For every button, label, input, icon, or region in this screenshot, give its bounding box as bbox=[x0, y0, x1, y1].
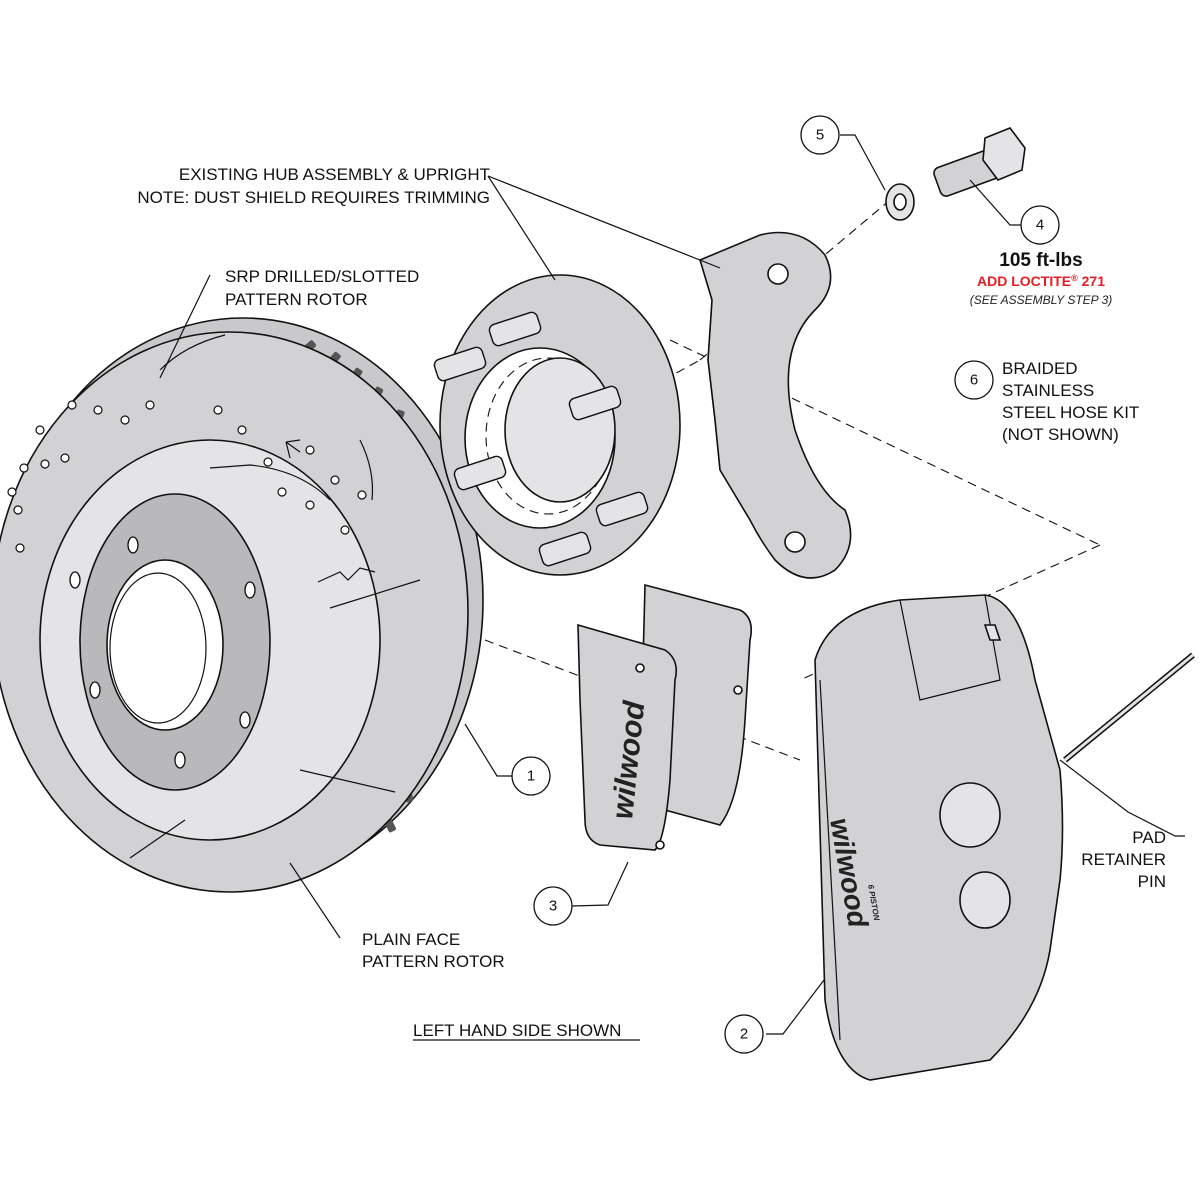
callout-2: 2 bbox=[724, 1014, 764, 1054]
srp-label-line1: SRP DRILLED/SLOTTED bbox=[225, 267, 419, 286]
callout-3: 3 bbox=[533, 886, 573, 926]
hub bbox=[433, 274, 681, 576]
caliper: wilwood 6 PISTON bbox=[814, 594, 1064, 1081]
hub-label-line2: NOTE: DUST SHIELD REQUIRES TRIMMING bbox=[137, 188, 490, 207]
bolt bbox=[933, 127, 1026, 197]
hose-label-line3: STEEL HOSE KIT bbox=[1002, 403, 1139, 422]
svg-text:6: 6 bbox=[970, 372, 978, 389]
bleeder-icon bbox=[983, 624, 1002, 641]
label-retainer-pin: PAD RETAINER PIN bbox=[1081, 828, 1166, 891]
callout-6: 6 bbox=[954, 360, 994, 400]
mounting-bracket bbox=[699, 231, 852, 579]
rotor-lug-holes bbox=[69, 536, 256, 769]
rotor-drill-holes bbox=[7, 400, 367, 553]
svg-text:1: 1 bbox=[527, 768, 535, 785]
leader-lines bbox=[159, 134, 1185, 1035]
svg-text:4: 4 bbox=[1036, 217, 1044, 234]
pin-label-line2: RETAINER bbox=[1081, 850, 1166, 869]
rotor bbox=[0, 317, 484, 893]
hose-label-line4: (NOT SHOWN) bbox=[1002, 425, 1119, 444]
callout-4: 4 bbox=[1020, 205, 1060, 245]
hose-label-line1: BRAIDED bbox=[1002, 359, 1078, 378]
svg-text:2: 2 bbox=[740, 1026, 748, 1043]
rotation-arrow-icon bbox=[285, 439, 301, 459]
label-plain-rotor: PLAIN FACE PATTERN ROTOR bbox=[362, 930, 505, 971]
svg-text:3: 3 bbox=[549, 898, 557, 915]
torque-value: 105 ft-lbs bbox=[999, 250, 1082, 271]
srp-label-line2: PATTERN ROTOR bbox=[225, 290, 368, 309]
hose-label-line2: STAINLESS bbox=[1002, 381, 1094, 400]
pin-label-line1: PAD bbox=[1132, 828, 1166, 847]
label-hose-kit: BRAIDED STAINLESS STEEL HOSE KIT (NOT SH… bbox=[1002, 359, 1139, 444]
side-shown-note: LEFT HAND SIDE SHOWN bbox=[413, 1021, 640, 1041]
plain-label-line2: PATTERN ROTOR bbox=[362, 952, 505, 971]
label-srp-rotor: SRP DRILLED/SLOTTED PATTERN ROTOR bbox=[225, 267, 419, 309]
hub-label-line1: EXISTING HUB ASSEMBLY & UPRIGHT bbox=[179, 165, 490, 184]
label-hub-assembly: EXISTING HUB ASSEMBLY & UPRIGHT NOTE: DU… bbox=[137, 165, 490, 207]
pin-label-line3: PIN bbox=[1138, 872, 1166, 891]
side-shown-label: LEFT HAND SIDE SHOWN bbox=[413, 1021, 621, 1040]
callout-1: 1 bbox=[511, 756, 551, 796]
torque-spec: 105 ft-lbs ADD LOCTITE® 271 (SEE ASSEMBL… bbox=[970, 250, 1113, 307]
loctite-note: ADD LOCTITE® 271 bbox=[977, 273, 1105, 289]
brake-pads: wilwood bbox=[577, 583, 753, 851]
assembly-step-note: (SEE ASSEMBLY STEP 3) bbox=[970, 293, 1113, 307]
retainer-pin bbox=[1063, 652, 1195, 763]
svg-text:5: 5 bbox=[816, 127, 824, 144]
washer bbox=[885, 183, 915, 221]
rotor-slots bbox=[129, 334, 421, 859]
plain-label-line1: PLAIN FACE bbox=[362, 930, 460, 949]
callout-5: 5 bbox=[800, 115, 840, 155]
hub-studs bbox=[433, 311, 649, 567]
